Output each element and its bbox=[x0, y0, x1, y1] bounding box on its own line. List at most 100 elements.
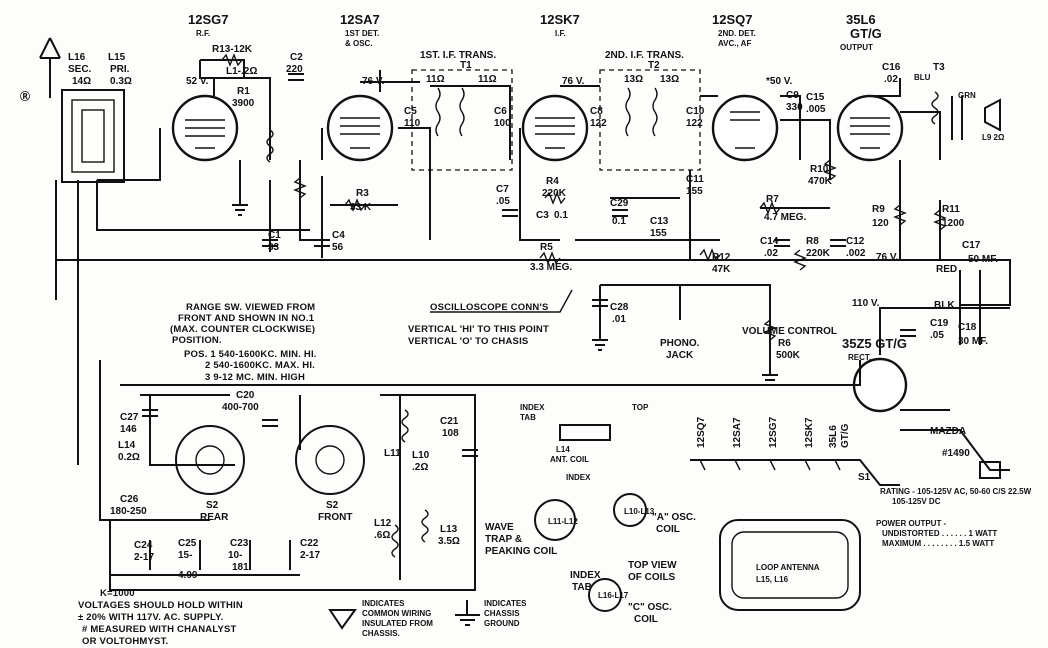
coil-l16-value: 14Ω bbox=[72, 76, 91, 87]
tube-function-12sa7-line2: & OSC. bbox=[345, 39, 373, 48]
cap-c3-label: C3 bbox=[536, 210, 549, 221]
legend-common-wiring-3: INSULATED FROM bbox=[362, 619, 433, 628]
output-trans-ref: T3 bbox=[933, 62, 945, 73]
cap-c18-value: 30 MF. bbox=[958, 336, 988, 347]
if-trans-2-res-a: 13Ω bbox=[624, 74, 643, 85]
cap-c9-value: 330 bbox=[786, 102, 803, 113]
resistor-r6-label: R6 bbox=[778, 338, 791, 349]
cap-c4-value: 56 bbox=[332, 242, 344, 253]
cap-c8-label: C8 bbox=[590, 106, 603, 117]
index-tab-label-1: INDEX bbox=[520, 403, 545, 412]
power-undistorted: UNDISTORTED . . . . . . 1 WATT bbox=[882, 529, 997, 538]
tube-function-12sa7-line1: 1ST DET. bbox=[345, 29, 379, 38]
tube-label-12sk7: 12SK7 bbox=[540, 12, 580, 27]
note-k: K=1000 bbox=[100, 588, 135, 599]
cap-c12-label: C12 bbox=[846, 236, 865, 247]
range-note-line-6: 2 540-1600KC. MAX. HI. bbox=[205, 360, 315, 371]
cap-c27-label: C27 bbox=[120, 412, 139, 423]
a-osc-label-2: COIL bbox=[656, 524, 680, 535]
heater-12sa7: 12SA7 bbox=[732, 417, 743, 448]
cap-c27-value: 146 bbox=[120, 424, 137, 435]
tube-label-35l6: 35L6 bbox=[846, 12, 876, 27]
tube-labels: 12SG7 R.F. 12SA7 1ST DET. & OSC. 12SK7 I… bbox=[188, 12, 907, 362]
cap-c1-label: C1 bbox=[268, 230, 281, 241]
note-measured-1: # MEASURED WITH CHANALYST bbox=[82, 624, 237, 635]
top-view-label-2: OF COILS bbox=[628, 572, 676, 583]
resistor-r12-label: R12 bbox=[712, 252, 731, 263]
output-trans-wire-blu: BLU bbox=[914, 73, 931, 82]
range-switch-note: RANGE SW. VIEWED FROM FRONT AND SHOWN IN… bbox=[170, 302, 316, 383]
cap-c3-value: 0.1 bbox=[554, 210, 568, 221]
ratings-line-1: RATING - 105-125V AC, 50-60 C/S 22.5W bbox=[880, 487, 1032, 496]
mazda-number: #1490 bbox=[942, 448, 970, 459]
cap-c7-value: .05 bbox=[496, 196, 510, 207]
cap-c20-value: 400-700 bbox=[222, 402, 259, 413]
wire-red: RED bbox=[936, 264, 957, 275]
cap-c5-value: 110 bbox=[404, 118, 421, 129]
tube-35l6 bbox=[836, 94, 904, 162]
tube-function-35l6: OUTPUT bbox=[840, 43, 873, 52]
wave-trap-label-3: PEAKING COIL bbox=[485, 546, 557, 557]
cap-c10-label: C10 bbox=[686, 106, 705, 117]
resistor-r6-value: 500K bbox=[776, 350, 801, 361]
resistor-r7-label: R7 bbox=[766, 194, 779, 205]
tube-12sa7 bbox=[326, 94, 394, 162]
heater-12sq7: 12SQ7 bbox=[696, 416, 707, 448]
cap-c28-value: .01 bbox=[612, 314, 626, 325]
switch-s2-rear-label-2: REAR bbox=[200, 512, 229, 523]
wave-trap-label-1: WAVE bbox=[485, 522, 514, 533]
coil-l12-label: L12 bbox=[374, 518, 392, 529]
coil-l13-label: L13 bbox=[440, 524, 458, 535]
index-tab-label-3: INDEX bbox=[570, 570, 601, 581]
cap-c5-label: C5 bbox=[404, 106, 417, 117]
power-maximum: MAXIMUM . . . . . . . . 1.5 WATT bbox=[882, 539, 994, 548]
if-trans-1-res-b: 11Ω bbox=[478, 74, 497, 85]
tube-label-12sa7: 12SA7 bbox=[340, 12, 380, 27]
resistor-r9-label: R9 bbox=[872, 204, 885, 215]
cap-c2-value: 220 bbox=[286, 64, 303, 75]
component-labels: Ⓡ L16 SEC. 14Ω L15 PRI. 0.3Ω R13-12K L1-… bbox=[20, 44, 998, 581]
resistor-r3-label: R3 bbox=[356, 188, 369, 199]
tube-function-12sq7-line1: 2ND. DET. bbox=[718, 29, 756, 38]
output-trans-wire-grn: GRN bbox=[958, 91, 976, 100]
heater-35l6: 35L6 bbox=[828, 425, 839, 448]
cap-c26-value: 180-250 bbox=[110, 506, 147, 517]
if-trans-1-label: 1ST. I.F. TRANS. bbox=[420, 50, 496, 61]
legend-chassis-3: GROUND bbox=[484, 619, 520, 628]
power-output-label: POWER OUTPUT - bbox=[876, 519, 947, 528]
cap-c25-value-2: 4.99 bbox=[178, 570, 198, 581]
mazda-label: MAZDA bbox=[930, 426, 966, 437]
coil-l16-sec: SEC. bbox=[68, 64, 92, 75]
if-trans-2-label: 2ND. I.F. TRANS. bbox=[605, 50, 684, 61]
cap-c25-value-1: 15- bbox=[178, 550, 192, 561]
resistor-r5-value: 3.3 MEG. bbox=[530, 262, 572, 273]
coil-l10-value: .2Ω bbox=[412, 462, 428, 473]
voltage-110v: 110 V. bbox=[852, 298, 880, 309]
top-label: TOP bbox=[632, 403, 649, 412]
loop-antenna-label-1: LOOP ANTENNA bbox=[756, 563, 820, 572]
wave-trap-label-2: TRAP & bbox=[485, 534, 522, 545]
cap-c22-label: C22 bbox=[300, 538, 319, 549]
resistor-r1-value: 3900 bbox=[232, 98, 255, 109]
cap-c10-value: 122 bbox=[686, 118, 703, 129]
legend-common-wiring-4: CHASSIS. bbox=[362, 629, 400, 638]
coil-l14-label: L14 bbox=[118, 440, 136, 451]
range-note-line-2: FRONT AND SHOWN IN NO.1 bbox=[178, 313, 315, 324]
capacitors bbox=[142, 73, 916, 457]
voltage-76v-c: 76 V. bbox=[876, 252, 899, 263]
wire-blk: BLK bbox=[934, 300, 955, 311]
cap-c7-label: C7 bbox=[496, 184, 509, 195]
index-tab-label-2: INDEX bbox=[566, 473, 591, 482]
resistor-r5-label: R5 bbox=[540, 242, 553, 253]
if-trans-1-ref: T1 bbox=[460, 60, 472, 71]
switch-s2-front-label-2: FRONT bbox=[318, 512, 352, 523]
resistor-r8-label: R8 bbox=[806, 236, 819, 247]
resistor-r12-value: 47K bbox=[712, 264, 731, 275]
if-trans-2-res-b: 13Ω bbox=[660, 74, 679, 85]
coil-l15-pri: PRI. bbox=[110, 64, 130, 75]
index-tab-label-3b: TAB bbox=[572, 582, 592, 593]
oscilloscope-note: OSCILLOSCOPE CONN'S VERTICAL 'HI' TO THI… bbox=[408, 289, 573, 347]
resistor-r4-value: 220K bbox=[542, 188, 567, 199]
cap-c29-value: 0.1 bbox=[612, 216, 626, 227]
cap-c9-label: C9 bbox=[786, 90, 799, 101]
